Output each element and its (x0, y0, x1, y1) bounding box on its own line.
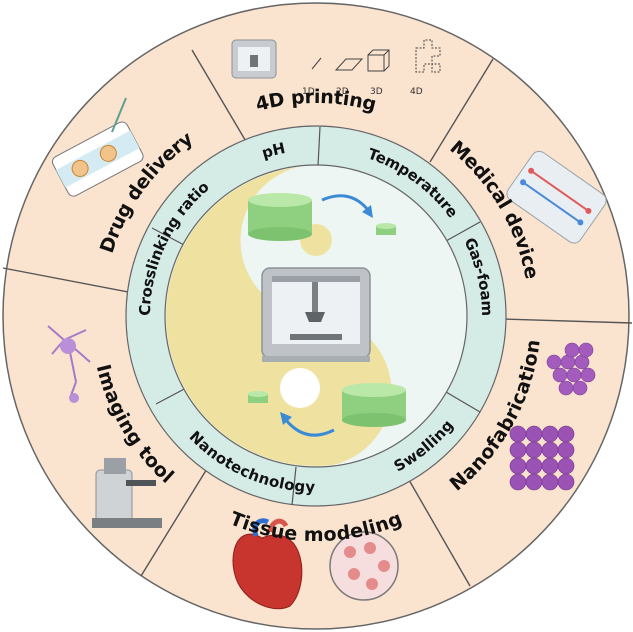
hydrogel-disk-icon (342, 383, 406, 427)
inner-label-ph: pH (260, 138, 287, 161)
curved-arrow-icon (321, 194, 370, 211)
syringe-needle-icon (111, 97, 127, 133)
neuron-body-icon (69, 393, 79, 403)
dimension-label-1d: 1D (302, 87, 315, 97)
arrowhead-icon (280, 412, 292, 425)
dimension-label-2d: 2D (336, 87, 349, 97)
microfluidic-chip-icon (506, 150, 607, 244)
hydrogel-disk-icon (248, 193, 312, 241)
curved-arrow-icon (284, 419, 335, 437)
drug-channel-icon (51, 121, 144, 197)
outer-dividers (2, 49, 633, 587)
nanoparticle-cube-icon (546, 342, 596, 396)
heart-icon (232, 518, 303, 610)
hydrogel-disk-small-icon (376, 223, 396, 235)
neuron-cell-icon (47, 325, 91, 399)
dimension-shapes (311, 39, 441, 73)
inner-dividers (151, 126, 481, 506)
small-3d-printer-icon (231, 39, 277, 79)
dimension-label-3d: 3D (370, 87, 383, 97)
arrowhead-icon (362, 205, 373, 218)
microscope-icon (92, 458, 162, 528)
nanoparticle-cube-icon (509, 425, 575, 491)
3d-printer-icon (261, 267, 371, 362)
tissue-cells-icon (329, 531, 399, 601)
neuron-body-icon (60, 338, 76, 354)
hydrogel-disk-small-icon (248, 391, 268, 403)
dimension-label-4d: 4D (410, 87, 423, 97)
